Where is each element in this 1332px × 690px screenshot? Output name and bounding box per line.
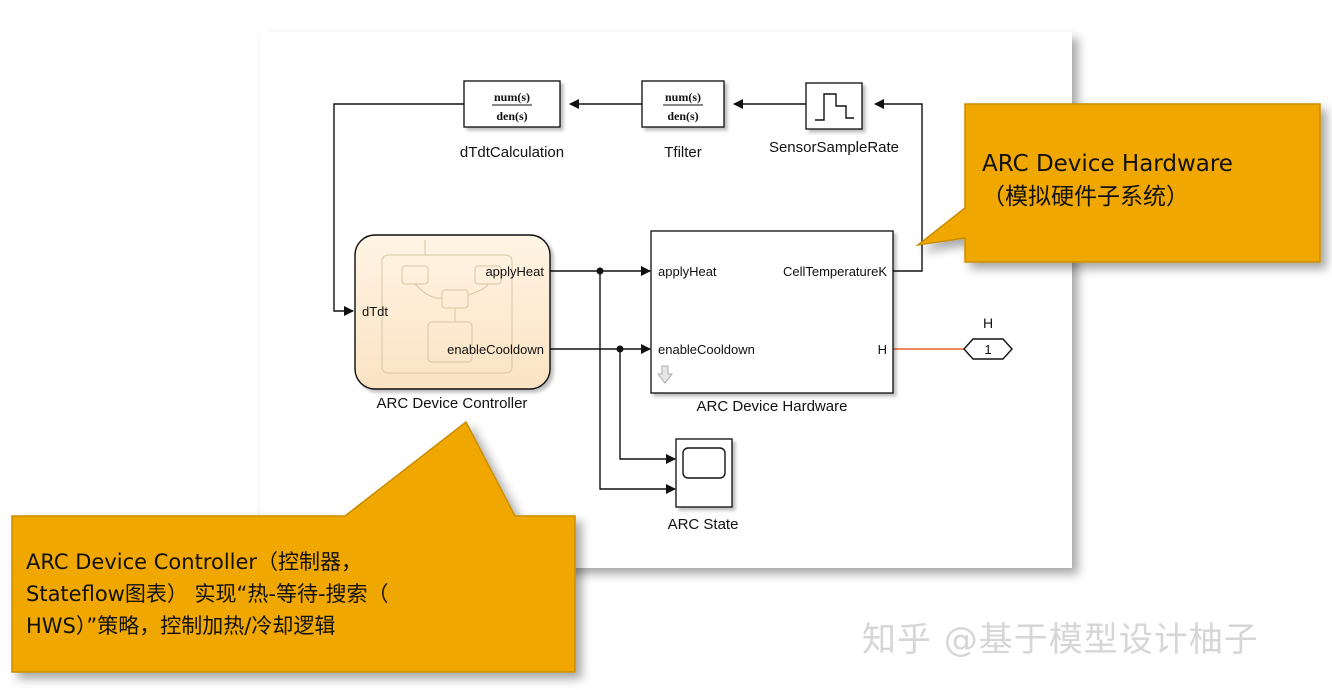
watermark: 知乎 @基于模型设计柚子	[862, 620, 1259, 660]
subsystem-down-arrow-icon	[656, 365, 674, 384]
dtdt-calculation-label: dTdtCalculation	[460, 144, 564, 161]
arc-device-controller-label: ARC Device Controller	[377, 395, 528, 412]
controller-callout-text: ARC Device Controller（控制器， Stateflow图表） …	[26, 546, 389, 642]
zoh-step-icon	[815, 93, 854, 121]
controller-callout-line-3: HWS）”策略，控制加热/冷却逻辑	[26, 614, 336, 638]
hardware-callout-text: ARC Device Hardware （模拟硬件子系统）	[982, 148, 1233, 214]
branch-point-enablecooldown	[616, 345, 624, 353]
sensor-sample-rate-label: SensorSampleRate	[769, 139, 899, 156]
hardware-port-h: H	[878, 342, 887, 357]
hardware-callout	[915, 103, 1321, 263]
sensor-sample-rate-block[interactable]	[805, 82, 863, 130]
controller-callout-line-1: ARC Device Controller（控制器，	[26, 550, 363, 574]
arc-device-controller-block[interactable]: dTdt applyHeat enableCooldown	[354, 234, 551, 390]
hardware-port-applyheat: applyHeat	[658, 264, 717, 279]
scope-screen-icon	[682, 447, 726, 479]
stateflow-preview-icon	[381, 240, 513, 374]
hardware-port-enablecooldown: enableCooldown	[658, 342, 755, 357]
h-outport-block[interactable]: 1	[963, 338, 1013, 360]
arc-device-hardware-label: ARC Device Hardware	[697, 398, 848, 415]
controller-port-applyheat: applyHeat	[485, 264, 544, 279]
hardware-port-celltemperaturek: CellTemperatureK	[783, 264, 887, 279]
arc-device-hardware-block[interactable]: applyHeat enableCooldown CellTemperature…	[650, 230, 894, 394]
h-outport-name: H	[983, 315, 993, 331]
tfilter-numerator: num(s)	[665, 90, 701, 104]
feedback-wires	[333, 99, 923, 316]
controller-port-enablecooldown: enableCooldown	[447, 342, 544, 357]
hardware-callout-line-1: ARC Device Hardware	[982, 151, 1233, 177]
branch-point-applyheat	[596, 267, 604, 275]
controller-callout	[11, 420, 576, 673]
forward-wires	[550, 266, 676, 494]
controller-callout-line-2: Stateflow图表） 实现“热-等待-搜索（	[26, 582, 389, 606]
arc-state-scope-block[interactable]	[675, 438, 733, 508]
controller-port-dtdt: dTdt	[362, 304, 388, 319]
tfilter-label: Tfilter	[664, 144, 702, 161]
tfilter-denominator: den(s)	[667, 109, 698, 123]
hardware-callout-line-2: （模拟硬件子系统）	[982, 184, 1189, 210]
tfilter-block[interactable]: num(s) den(s)	[641, 80, 725, 128]
dtdt-calc-numerator: num(s)	[494, 90, 530, 104]
dtdt-calc-denominator: den(s)	[496, 109, 527, 123]
arc-state-label: ARC State	[668, 516, 739, 533]
h-outport-number: 1	[984, 342, 991, 357]
dtdt-calculation-block[interactable]: num(s) den(s)	[463, 80, 561, 128]
